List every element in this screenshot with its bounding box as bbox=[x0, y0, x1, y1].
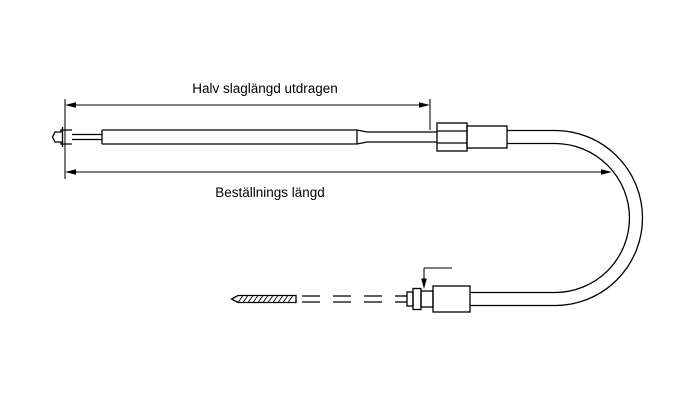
support-sleeve bbox=[466, 125, 508, 149]
lower-end-fitting bbox=[396, 285, 471, 313]
half-stroke-label: Halv slaglängd utdragen bbox=[192, 81, 338, 96]
dimension-lower-end bbox=[421, 267, 452, 289]
order-length-label: Beställnings längd bbox=[215, 185, 325, 200]
dimension-half-stroke bbox=[64, 99, 431, 179]
dimension-order-length bbox=[65, 169, 612, 175]
cable-end-fitting-left bbox=[51, 127, 72, 147]
threaded-rod-end bbox=[230, 294, 297, 304]
outer-tube bbox=[72, 129, 437, 145]
break-lines bbox=[302, 295, 396, 303]
cable-bend bbox=[470, 129, 644, 307]
hex-nut bbox=[436, 122, 468, 152]
